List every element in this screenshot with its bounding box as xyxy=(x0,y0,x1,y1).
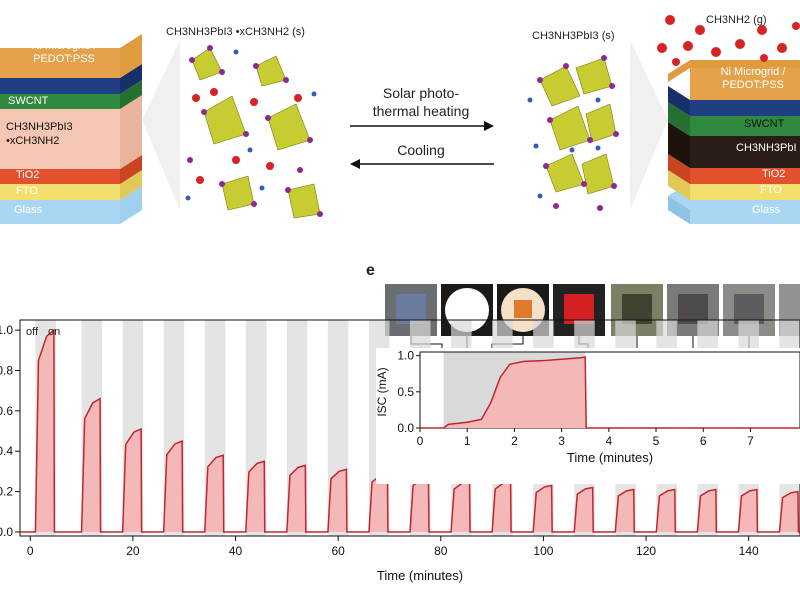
inset-photo-strip xyxy=(385,284,800,350)
main-axes-frame xyxy=(19,319,800,537)
inset-x-tick-label: 1 xyxy=(464,434,471,448)
main-off-label: off xyxy=(26,326,39,338)
right-stack-label-tio2: TiO2 xyxy=(762,168,786,180)
main-on-label: on xyxy=(48,326,61,338)
x-tick-label: 120 xyxy=(636,544,656,558)
forward-arrow xyxy=(350,121,494,131)
pulse-fill xyxy=(492,481,512,532)
x-tick-label: 60 xyxy=(331,544,345,558)
inset-x-tick-label: 0 xyxy=(417,434,424,448)
inset-x-tick-label: 6 xyxy=(700,434,707,448)
y-tick-label: 0.4 xyxy=(0,444,13,458)
pulse-fill xyxy=(286,465,306,532)
pulse-fill xyxy=(163,441,183,532)
inset-x-tick-label: 7 xyxy=(747,434,754,448)
right-stack-label-microgrid: Ni Microgrid /PEDOT:PSS xyxy=(720,66,786,91)
right-stack-label-perovskite: CH3NH3PbI xyxy=(736,142,797,154)
x-tick-label: 20 xyxy=(126,544,140,558)
right-device-stack xyxy=(668,60,800,224)
pulse-fill xyxy=(533,485,553,532)
pulse-fill xyxy=(81,398,101,532)
right-callout-wedge xyxy=(630,40,668,210)
right-crystal-illustration xyxy=(527,55,619,211)
inset-x-tick-label: 2 xyxy=(511,434,518,448)
inset-y-axis-title: ISC (mA) xyxy=(375,367,389,416)
gas-molecules xyxy=(657,15,800,66)
left-stack-label-microgrid: Ni Microgrid /PEDOT:PSS xyxy=(31,40,97,65)
y-tick-label: 0.8 xyxy=(0,363,13,377)
left-crystal-illustration xyxy=(185,45,323,219)
pulse-fill xyxy=(368,473,388,532)
right-stack-label-fto: FTO xyxy=(760,184,782,196)
inset-x-axis-title: Time (minutes) xyxy=(567,450,653,465)
inset-x-tick-label: 3 xyxy=(558,434,565,448)
pulse-fill xyxy=(656,489,676,532)
pulse-fill xyxy=(615,489,635,532)
back-arrow xyxy=(350,159,494,169)
inset-y-tick-label: 0.0 xyxy=(397,421,414,435)
left-stack-label-swcnt: SWCNT xyxy=(8,95,49,107)
forward-arrow-label: Solar photo-thermal heating xyxy=(372,85,470,119)
pulse-fill xyxy=(697,489,717,532)
x-tick-label: 0 xyxy=(27,544,34,558)
left-device-stack xyxy=(0,34,142,224)
main-x-axis-title: Time (minutes) xyxy=(377,568,463,583)
inset-y-tick-label: 0.5 xyxy=(397,385,414,399)
x-tick-label: 140 xyxy=(739,544,759,558)
x-tick-label: 100 xyxy=(533,544,553,558)
left-stack-label-tio2: TiO2 xyxy=(16,169,40,181)
y-tick-label: 1.0 xyxy=(0,323,13,337)
pulse-fill xyxy=(35,330,55,532)
left-callout-wedge xyxy=(142,40,180,210)
right-crystal-label: CH3NH3PbI3 (s) xyxy=(532,30,615,42)
right-stack-label-glass: Glass xyxy=(752,204,781,216)
left-stack-label-glass: Glass xyxy=(14,204,43,216)
pulse-fill xyxy=(738,489,758,532)
pulse-fill xyxy=(574,487,594,532)
left-stack-label-perovskite: CH3NH3PbI3•xCH3NH2 xyxy=(6,121,73,147)
right-stack-label-swcnt: SWCNT xyxy=(744,118,785,130)
pulse-fill xyxy=(327,469,347,532)
gas-label: CH3NH2 (g) xyxy=(706,14,767,26)
panel-e-letter: e xyxy=(366,262,375,279)
pulse-fill xyxy=(245,461,265,532)
y-tick-label: 0.2 xyxy=(0,485,13,499)
pulse-fill xyxy=(204,455,224,532)
left-stack-label-fto: FTO xyxy=(16,185,38,197)
pulse-fill xyxy=(779,491,799,532)
y-tick-label: 0.6 xyxy=(0,404,13,418)
y-tick-label: 0.0 xyxy=(0,525,13,539)
inset-x-tick-label: 5 xyxy=(653,434,660,448)
inset-x-tick-label: 4 xyxy=(605,434,612,448)
left-crystal-label: CH3NH3PbI3 •xCH3NH2 (s) xyxy=(166,26,305,38)
inset-series-fill xyxy=(420,357,798,428)
inset-y-tick-label: 1.0 xyxy=(397,349,414,363)
pulse-fill xyxy=(122,429,142,532)
pulse-fill xyxy=(451,481,471,532)
x-tick-label: 40 xyxy=(229,544,243,558)
pulse-fill xyxy=(410,477,429,532)
x-tick-label: 80 xyxy=(434,544,448,558)
back-arrow-label: Cooling xyxy=(397,142,445,158)
